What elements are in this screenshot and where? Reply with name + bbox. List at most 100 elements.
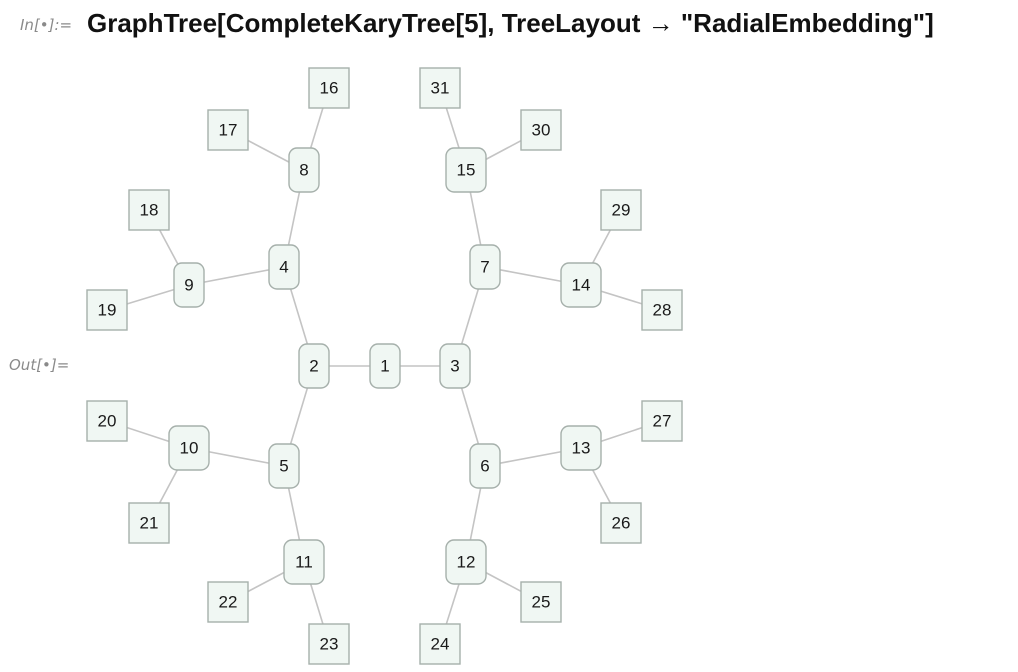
node-label: 28 — [653, 301, 672, 320]
tree-node-2[interactable]: 2 — [298, 343, 330, 389]
node-box — [520, 109, 562, 151]
node-label: 17 — [219, 121, 238, 140]
tree-edge-4-9 — [188, 266, 285, 286]
leaf-node-25[interactable]: 25 — [520, 581, 562, 623]
node-box — [168, 425, 210, 471]
node-label: 6 — [480, 457, 489, 476]
node-box — [419, 623, 461, 665]
tree-node-1[interactable]: 1 — [369, 343, 401, 389]
node-box — [560, 425, 602, 471]
tree-node-13[interactable]: 13 — [560, 425, 602, 471]
leaf-node-28[interactable]: 28 — [641, 289, 683, 331]
node-box — [128, 502, 170, 544]
node-box — [469, 443, 501, 489]
node-box — [641, 289, 683, 331]
node-label: 20 — [98, 412, 117, 431]
leaf-node-31[interactable]: 31 — [419, 67, 461, 109]
tree-node-6[interactable]: 6 — [469, 443, 501, 489]
node-label: 19 — [98, 301, 117, 320]
node-label: 11 — [295, 553, 313, 572]
tree-node-10[interactable]: 10 — [168, 425, 210, 471]
node-label: 23 — [320, 635, 339, 654]
tree-node-5[interactable]: 5 — [268, 443, 300, 489]
leaf-node-22[interactable]: 22 — [207, 581, 249, 623]
node-label: 18 — [140, 201, 159, 220]
input-code[interactable]: GraphTree[CompleteKaryTree[5], TreeLayou… — [87, 8, 934, 38]
leaf-node-18[interactable]: 18 — [128, 189, 170, 231]
tree-node-9[interactable]: 9 — [173, 262, 205, 308]
output-cell-label: Out[•]= — [9, 356, 70, 374]
tree-node-14[interactable]: 14 — [560, 262, 602, 308]
node-box — [283, 539, 325, 585]
node-label: 29 — [612, 201, 631, 220]
node-box — [128, 189, 170, 231]
node-label: 7 — [480, 258, 489, 277]
node-label: 14 — [572, 276, 591, 295]
node-box — [469, 244, 501, 290]
node-label: 9 — [184, 276, 193, 295]
node-label: 30 — [532, 121, 551, 140]
node-box — [419, 67, 461, 109]
node-box — [308, 67, 350, 109]
leaf-node-24[interactable]: 24 — [419, 623, 461, 665]
node-label: 3 — [450, 357, 459, 376]
node-box — [298, 343, 330, 389]
node-label: 10 — [180, 439, 199, 458]
tree-node-8[interactable]: 8 — [288, 147, 320, 193]
node-label: 24 — [431, 635, 450, 654]
tree-node-7[interactable]: 7 — [469, 244, 501, 290]
tree-node-12[interactable]: 12 — [445, 539, 487, 585]
node-box — [439, 343, 471, 389]
node-box — [268, 244, 300, 290]
leaf-node-27[interactable]: 27 — [641, 400, 683, 442]
node-label: 13 — [572, 439, 591, 458]
tree-node-15[interactable]: 15 — [445, 147, 487, 193]
node-label: 22 — [219, 593, 238, 612]
leaf-node-26[interactable]: 26 — [600, 502, 642, 544]
node-label: 16 — [320, 79, 339, 98]
leaf-node-17[interactable]: 17 — [207, 109, 249, 151]
node-box — [641, 400, 683, 442]
tree-node-4[interactable]: 4 — [268, 244, 300, 290]
leaf-node-21[interactable]: 21 — [128, 502, 170, 544]
node-box — [288, 147, 320, 193]
node-label: 26 — [612, 514, 631, 533]
leaf-node-20[interactable]: 20 — [86, 400, 128, 442]
node-label: 2 — [309, 357, 318, 376]
node-box — [600, 502, 642, 544]
node-box — [308, 623, 350, 665]
node-box — [86, 400, 128, 442]
node-label: 12 — [457, 553, 476, 572]
node-box — [268, 443, 300, 489]
node-box — [445, 147, 487, 193]
tree-node-3[interactable]: 3 — [439, 343, 471, 389]
node-box — [369, 343, 401, 389]
node-label: 15 — [457, 161, 476, 180]
node-box — [600, 189, 642, 231]
node-label: 27 — [653, 412, 672, 431]
node-box — [445, 539, 487, 585]
node-label: 31 — [431, 79, 450, 98]
node-box — [560, 262, 602, 308]
node-label: 25 — [532, 593, 551, 612]
leaf-node-16[interactable]: 16 — [308, 67, 350, 109]
node-box — [173, 262, 205, 308]
node-box — [520, 581, 562, 623]
tree-node-11[interactable]: 11 — [283, 539, 325, 585]
leaf-node-23[interactable]: 23 — [308, 623, 350, 665]
node-label: 8 — [299, 161, 308, 180]
node-label: 21 — [140, 514, 159, 533]
input-cell-label: In[•]:= — [20, 16, 73, 34]
node-box — [207, 581, 249, 623]
leaf-node-29[interactable]: 29 — [600, 189, 642, 231]
node-label: 1 — [380, 357, 389, 376]
leaf-node-30[interactable]: 30 — [520, 109, 562, 151]
node-label: 4 — [279, 258, 288, 277]
node-box — [207, 109, 249, 151]
node-box — [86, 289, 128, 331]
node-label: 5 — [279, 457, 288, 476]
leaf-node-19[interactable]: 19 — [86, 289, 128, 331]
